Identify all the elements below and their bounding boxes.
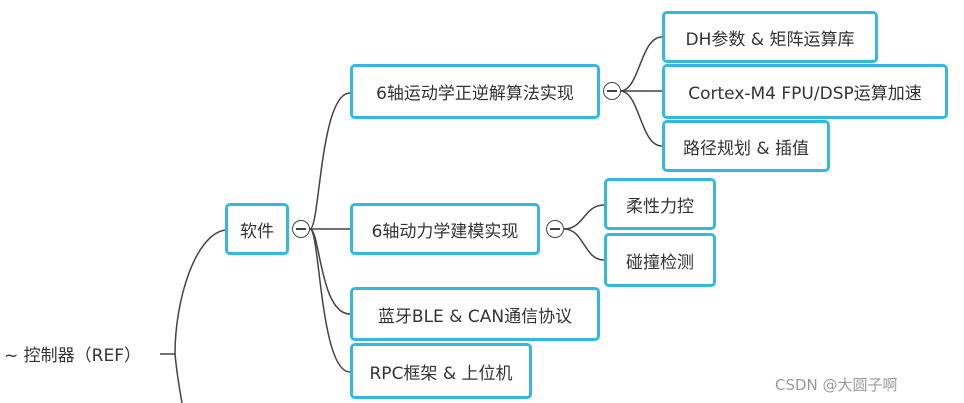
collapse-toggle-kinematics[interactable]: [603, 82, 621, 100]
edge-root-software: [160, 229, 226, 355]
node-dh-matrix[interactable]: DH参数 & 矩阵运算库: [662, 11, 878, 63]
edge-software-kinematics: [309, 92, 351, 230]
edge-software-ble: [309, 228, 351, 315]
node-ble-can[interactable]: 蓝牙BLE & CAN通信协议: [350, 287, 600, 341]
node-collision-detect[interactable]: 碰撞检测: [604, 233, 716, 287]
node-rpc[interactable]: RPC框架 & 上位机: [350, 343, 532, 399]
node-software[interactable]: 软件: [225, 203, 289, 255]
collapse-toggle-dynamics[interactable]: [546, 220, 564, 238]
node-cortex-fpu[interactable]: Cortex-M4 FPU/DSP运算加速: [662, 64, 948, 119]
edge-software-rpc: [309, 228, 351, 373]
node-dynamics[interactable]: 6轴动力学建模实现: [350, 203, 540, 255]
edge-kin-path: [619, 90, 663, 147]
node-kinematics[interactable]: 6轴运动学正逆解算法实现: [350, 64, 600, 119]
node-force-control[interactable]: 柔性力控: [604, 178, 716, 230]
root-topic[interactable]: ~ 控制器（REF）: [4, 346, 141, 366]
collapse-toggle-software[interactable]: [292, 220, 310, 238]
watermark: CSDN @大圆子啊: [775, 376, 898, 394]
edge-kin-dh: [619, 36, 663, 92]
edge-dyn-force: [563, 204, 605, 230]
edge-root-continuation: [174, 353, 183, 403]
edge-dyn-collision: [563, 228, 605, 261]
node-path-planning[interactable]: 路径规划 & 插值: [662, 120, 830, 172]
